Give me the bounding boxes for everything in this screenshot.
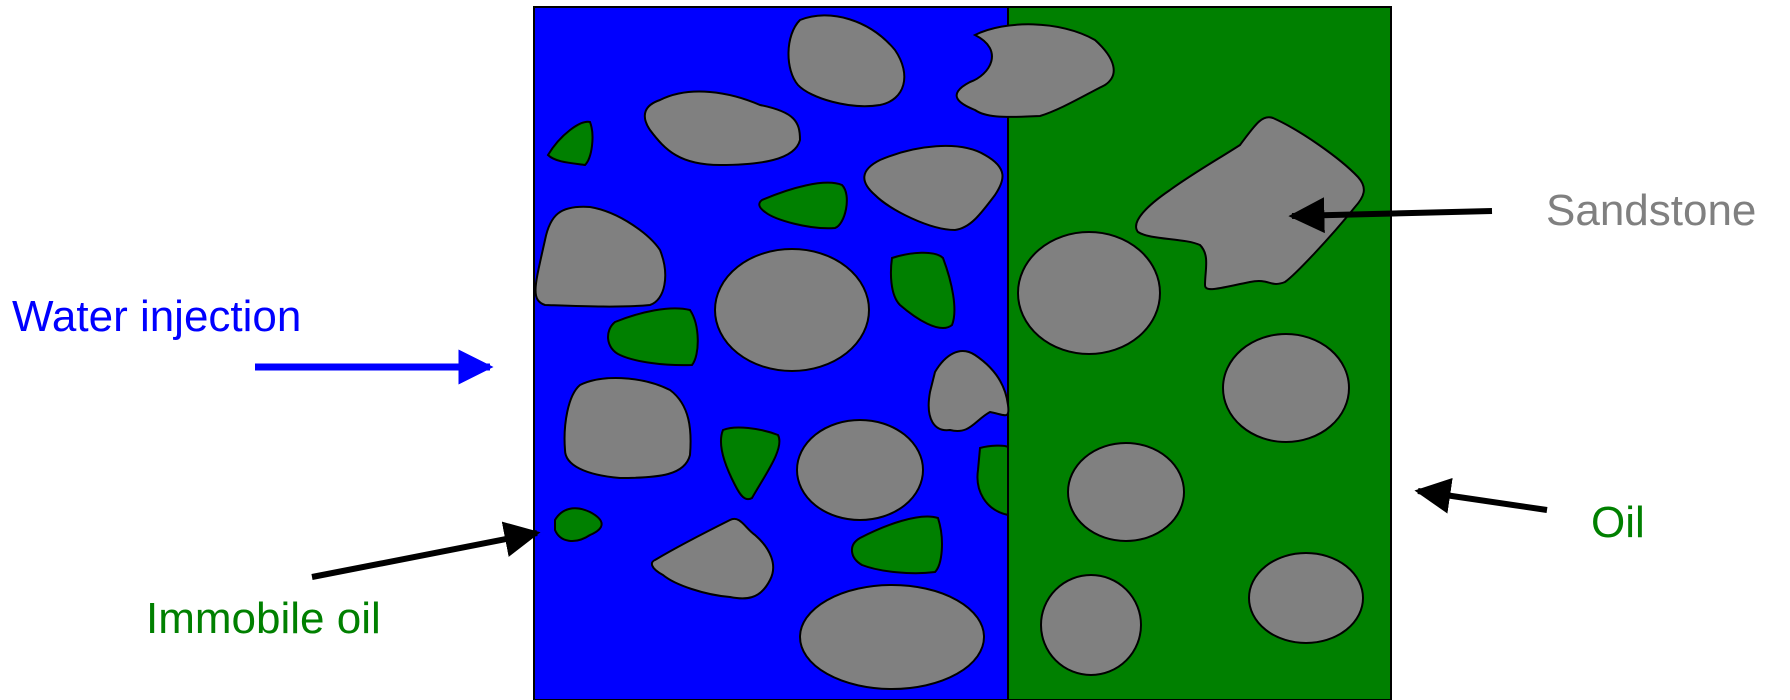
sandstone-label: Sandstone	[1546, 186, 1756, 235]
sandstone-grain	[565, 378, 691, 478]
sandstone-grain	[1249, 553, 1363, 643]
sandstone-grain	[1018, 232, 1160, 354]
sandstone-grain	[800, 585, 984, 689]
immobile-oil-label: Immobile oil	[146, 594, 381, 643]
water-injection-label: Water injection	[12, 292, 301, 341]
sandstone-grain	[715, 249, 869, 371]
sandstone-grain	[1223, 334, 1349, 442]
oil-pointer-arrow	[1418, 491, 1547, 510]
sandstone-grain	[1041, 575, 1141, 675]
sandstone-grain	[1068, 443, 1184, 541]
sandstone-grain	[797, 420, 923, 520]
oil-label: Oil	[1591, 498, 1645, 547]
immobile-oil-pointer-arrow	[312, 533, 537, 577]
